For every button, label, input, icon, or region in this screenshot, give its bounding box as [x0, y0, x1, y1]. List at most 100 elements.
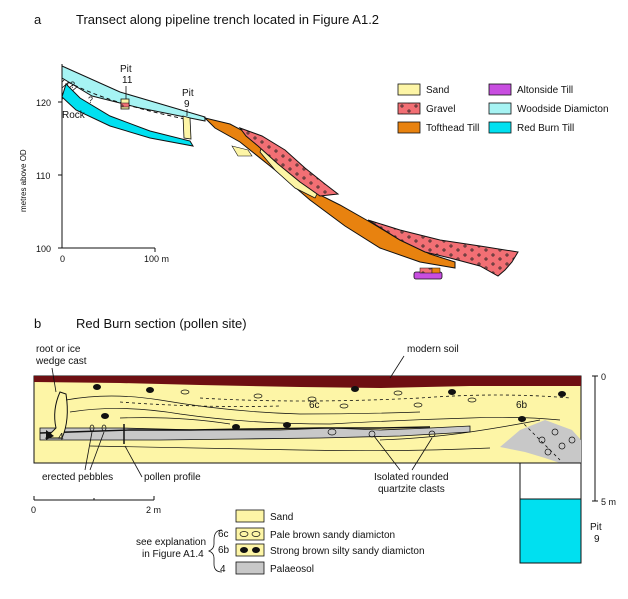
panel-b: b Red Burn section (pollen site): [31, 316, 616, 575]
scale-label-2m: 2 m: [146, 505, 161, 515]
legend-b-swatch-6b: [235, 543, 265, 557]
woodside-diamicton-unit: [61, 65, 206, 122]
panel-a-axes: 120 110 100 0 100 m metres above OD: [19, 64, 169, 264]
legend-swatch-sand: [397, 83, 421, 96]
pit-label: Pit: [590, 522, 602, 533]
legend-swatch-gravel: [397, 102, 421, 115]
panel-b-letter: b: [34, 316, 41, 331]
legend-altonside: Altonside Till: [488, 83, 573, 96]
pale-clasts-6c: [89, 389, 576, 456]
legend-b-label-palaeosol: Palaeosol: [270, 564, 314, 575]
panel-a-legend: Sand Gravel Tofthead Till Altonside Till…: [397, 83, 609, 134]
pit-red-burn-till: [519, 498, 582, 564]
upper-gravel-unit: [238, 126, 340, 197]
unit-6b-label: 6b: [516, 400, 528, 411]
question-mark-2: ?: [88, 95, 93, 105]
modern-soil-layer: [34, 376, 581, 388]
legend-note-2: in Figure A1.4: [142, 549, 204, 560]
pit9-sand: [182, 115, 192, 140]
pit11-gravel: [120, 102, 130, 108]
legend-b-4: 4 Palaeosol: [220, 561, 314, 575]
panel-a: a Transect along pipeline trench located…: [19, 12, 609, 280]
legend-swatch-woodside: [488, 102, 512, 115]
pit-upper-box: [519, 462, 582, 500]
pebbles-leader-1: [84, 431, 93, 471]
pebbles-leader-2: [89, 431, 105, 471]
legend-gravel: Gravel: [397, 102, 455, 115]
legend-swatch-tofthead: [397, 121, 421, 134]
sand-patch: [231, 145, 253, 157]
modern-soil-leader: [389, 355, 405, 379]
unit-4-label: 4: [58, 432, 64, 443]
section-sand-body: [33, 375, 582, 464]
black-clasts-6b: [93, 384, 566, 430]
modern-soil-label: modern soil: [407, 344, 459, 355]
internal-contours: [65, 395, 561, 452]
unit-6c-label: 6c: [309, 400, 320, 411]
legend-label-tofthead: Tofthead Till: [426, 123, 479, 134]
pit11-number: 11: [122, 75, 133, 86]
lower-slope: [203, 117, 519, 280]
lower-gravel-unit: [367, 219, 519, 277]
legend-b-sand: Sand: [235, 509, 293, 523]
panel-a-annotations: Pit 11 Pit 9 Rock ? ?: [62, 64, 194, 121]
legend-b-6b: 6b Strong brown silty sandy diamicton: [218, 543, 425, 557]
legend-b-swatch-6c: [235, 527, 265, 541]
y-tick-label-110: 110: [36, 171, 50, 181]
legend-b-pale-clast-2: [251, 531, 261, 537]
legend-note-1: see explanation: [136, 537, 206, 548]
x-tick-label-0: 0: [60, 254, 65, 264]
legend-b-6c: 6c Pale brown sandy diamicton: [218, 527, 395, 541]
basal-till: [431, 267, 441, 274]
panel-b-legend: see explanation in Figure A1.4 Sand 6c P…: [136, 509, 425, 575]
pit9-number: 9: [184, 99, 190, 110]
dashed-contours: [119, 394, 571, 461]
scale-label-0: 0: [31, 505, 36, 515]
legend-b-swatch-sand: [235, 509, 265, 523]
legend-redburn: Red Burn Till: [488, 121, 574, 134]
legend-b-label-sand: Sand: [270, 512, 293, 523]
pit11-label: Pit: [120, 64, 132, 75]
root-wedge-label-1: root or ice: [36, 344, 81, 355]
legend-b-black-clast-1: [240, 547, 248, 553]
legend-sand: Sand: [397, 83, 449, 96]
legend-brace: [207, 529, 223, 573]
x-tick-label-100m: 100 m: [144, 254, 169, 264]
legend-label-woodside: Woodside Diamicton: [517, 104, 609, 115]
legend-swatch-altonside: [488, 83, 512, 96]
y-tick-label-120: 120: [36, 98, 51, 108]
legend-b-pale-clast-1: [239, 531, 249, 537]
isolated-clasts-label-2: quartzite clasts: [378, 484, 445, 495]
panel-b-title: Red Burn section (pollen site): [76, 316, 247, 331]
isolated-clasts-label-1: Isolated rounded: [374, 472, 449, 483]
legend-label-gravel: Gravel: [426, 104, 455, 115]
y-tick-label-100: 100: [36, 244, 51, 254]
depth-label-5m: 5 m: [601, 497, 616, 507]
erected-pebbles-label: erected pebbles: [42, 472, 113, 483]
legend-b-swatch-palaeosol: [235, 561, 265, 575]
upper-slope: [61, 65, 206, 147]
clasts-leader-1: [373, 435, 401, 471]
rock-label: Rock: [62, 110, 86, 121]
pit-number: 9: [594, 534, 600, 545]
legend-b-label-6c: Pale brown sandy diamicton: [270, 530, 395, 541]
basal-contact-line: [39, 426, 431, 434]
depth-label-0: 0: [601, 372, 606, 382]
panel-a-letter: a: [34, 12, 42, 27]
pit9-label: Pit: [182, 88, 194, 99]
red-burn-till-unit: [61, 83, 194, 147]
legend-b-code-6c: 6c: [218, 529, 229, 540]
legend-b-code-4: 4: [220, 564, 226, 575]
legend-b-black-clast-2: [252, 547, 260, 553]
y-axis-label: metres above OD: [19, 149, 28, 212]
legend-label-redburn: Red Burn Till: [517, 123, 574, 134]
pollen-profile-leader: [124, 445, 143, 478]
legend-tofthead: Tofthead Till: [397, 121, 479, 134]
question-mark-1: ?: [70, 80, 75, 90]
root-wedge-label-2: wedge cast: [35, 356, 87, 367]
clasts-leader-2: [411, 437, 433, 471]
panel-a-title: Transect along pipeline trench located i…: [76, 12, 379, 27]
legend-label-altonside: Altonside Till: [517, 85, 573, 96]
wedge-cast: [44, 391, 68, 439]
